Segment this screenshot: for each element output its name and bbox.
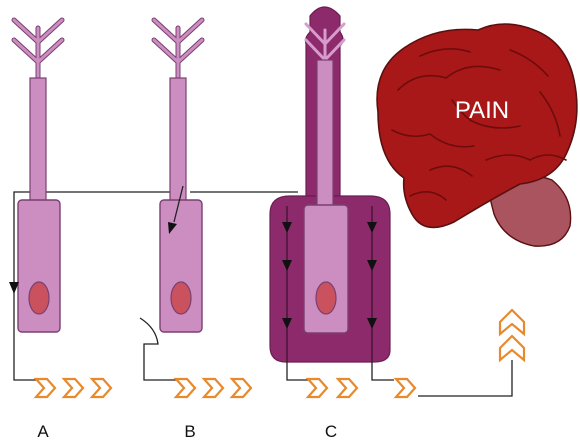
neuron-c-axon <box>317 60 333 210</box>
signal-chevrons-a <box>36 379 111 397</box>
neuron-a <box>9 20 62 332</box>
chevron-icon <box>64 379 83 397</box>
chevron-icon <box>232 379 251 397</box>
neuron-c-nucleus <box>316 282 336 314</box>
chevron-icon <box>204 379 223 397</box>
chevron-icon <box>500 336 524 360</box>
neuron-b <box>140 20 202 380</box>
chevron-icon <box>176 379 195 397</box>
label-a: A <box>37 422 49 440</box>
signal-chevrons-c <box>308 379 415 397</box>
neuron-a-nucleus <box>29 282 49 314</box>
neuron-b-axon <box>170 78 186 206</box>
signal-chevrons-ascending <box>500 310 524 360</box>
chevron-icon <box>308 379 327 397</box>
neuron-c-output-fibre-right <box>372 360 394 380</box>
chevron-icon <box>338 379 357 397</box>
brain: PAIN <box>377 24 577 246</box>
brain-pain-label: PAIN <box>455 97 509 124</box>
signal-chevrons-b <box>176 379 251 397</box>
chevron-icon <box>92 379 111 397</box>
ascending-fibre <box>418 360 512 396</box>
label-c: C <box>325 422 337 440</box>
neuron-b-nucleus <box>171 282 191 314</box>
neuron-a-axon <box>30 78 46 206</box>
label-b: B <box>184 422 195 440</box>
chevron-icon <box>500 310 524 334</box>
chevron-icon <box>36 379 55 397</box>
neuron-c-output-fibre-left <box>287 360 308 380</box>
chevron-icon <box>396 379 415 397</box>
